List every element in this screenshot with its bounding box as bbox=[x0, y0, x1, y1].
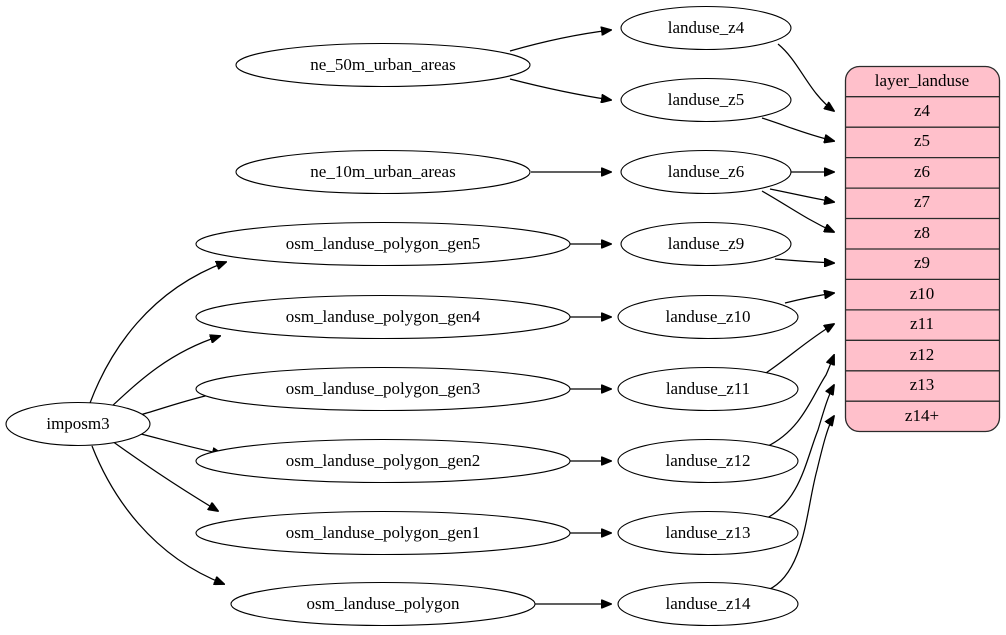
node-osm-landuse-polygon-gen4-shape[interactable] bbox=[195, 294, 571, 340]
edge-landuse-z5-to-row-z5 bbox=[761, 117, 834, 141]
edge-group-osm-to-views bbox=[531, 244, 611, 604]
layer-landuse-table[interactable]: layer_landuse z4 z5 z6 z7 z8 z9 z10 z11 … bbox=[844, 65, 1001, 433]
edge-group-views-to-layer bbox=[761, 43, 834, 591]
node-osm-landuse-polygon-gen1-label: osm_landuse_polygon_gen1 bbox=[286, 523, 481, 542]
node-landuse-z12-shape[interactable] bbox=[617, 438, 799, 484]
node-landuse-z13-label: landuse_z13 bbox=[666, 523, 751, 542]
edge-imposm3-to-gen2 bbox=[140, 433, 222, 454]
table-row-z11[interactable]: z11 bbox=[910, 314, 934, 333]
table-row-z13[interactable]: z13 bbox=[910, 375, 935, 394]
node-landuse-z12-label: landuse_z12 bbox=[666, 451, 751, 470]
node-landuse-z11-shape[interactable] bbox=[617, 366, 799, 412]
node-ne-50m-urban-areas[interactable]: ne_50m_urban_areas bbox=[235, 42, 531, 88]
table-row-z12[interactable]: z12 bbox=[910, 345, 935, 364]
node-osm-landuse-polygon-gen2-shape[interactable] bbox=[195, 438, 571, 484]
node-imposm3-shape[interactable] bbox=[5, 401, 151, 447]
table-row-z6[interactable]: z6 bbox=[914, 162, 930, 181]
node-ne-10m-urban-areas-shape[interactable] bbox=[235, 149, 531, 195]
edge-landuse-z4-to-row-z4 bbox=[777, 43, 834, 111]
edge-imposm3-to-base bbox=[91, 445, 224, 584]
node-osm-landuse-polygon-label: osm_landuse_polygon bbox=[307, 594, 460, 613]
edge-landuse-z12-to-row-z12 bbox=[765, 355, 834, 448]
node-landuse-z5[interactable]: landuse_z5 bbox=[620, 77, 792, 123]
node-osm-landuse-polygon-gen3-label: osm_landuse_polygon_gen3 bbox=[286, 379, 481, 398]
edge-group-natural-earth bbox=[509, 30, 611, 172]
edge-landuse-z10-to-row-z10 bbox=[784, 293, 834, 304]
edge-landuse-z13-to-row-z13 bbox=[764, 385, 834, 520]
node-landuse-z9-shape[interactable] bbox=[620, 221, 792, 267]
edge-landuse-z9-to-row-z9 bbox=[774, 259, 834, 263]
node-ne-10m-urban-areas-label: ne_10m_urban_areas bbox=[310, 162, 455, 181]
edge-group-imposm3 bbox=[89, 262, 226, 584]
node-imposm3[interactable]: imposm3 bbox=[5, 401, 151, 447]
node-landuse-z12[interactable]: landuse_z12 bbox=[617, 438, 799, 484]
table-row-z7[interactable]: z7 bbox=[914, 192, 931, 211]
node-imposm3-label: imposm3 bbox=[46, 414, 109, 433]
node-landuse-z11-label: landuse_z11 bbox=[666, 379, 750, 398]
node-osm-landuse-polygon-gen2[interactable]: osm_landuse_polygon_gen2 bbox=[195, 438, 571, 484]
node-landuse-z13[interactable]: landuse_z13 bbox=[617, 510, 799, 556]
edge-landuse-z6-to-row-z8 bbox=[761, 190, 834, 232]
node-landuse-z14-shape[interactable] bbox=[617, 581, 799, 627]
node-landuse-z4-label: landuse_z4 bbox=[668, 18, 745, 37]
node-landuse-z4[interactable]: landuse_z4 bbox=[620, 5, 792, 51]
edge-landuse-z14-to-row-z14plus bbox=[767, 416, 834, 591]
table-row-z9[interactable]: z9 bbox=[914, 253, 930, 272]
layer-landuse-table-header: layer_landuse bbox=[875, 71, 969, 90]
node-landuse-z10-label: landuse_z10 bbox=[666, 307, 751, 326]
edge-ne50-to-landuse-z4 bbox=[509, 30, 611, 52]
table-row-z10[interactable]: z10 bbox=[910, 284, 935, 303]
node-ne-50m-urban-areas-label: ne_50m_urban_areas bbox=[310, 55, 455, 74]
table-row-z4[interactable]: z4 bbox=[914, 101, 931, 120]
edge-ne50-to-landuse-z5 bbox=[509, 78, 611, 100]
node-landuse-z13-shape[interactable] bbox=[617, 510, 799, 556]
node-osm-landuse-polygon-gen3[interactable]: osm_landuse_polygon_gen3 bbox=[195, 366, 571, 412]
edge-landuse-z6-to-row-z7 bbox=[769, 188, 834, 202]
node-landuse-z6[interactable]: landuse_z6 bbox=[620, 149, 792, 195]
table-row-z5[interactable]: z5 bbox=[914, 131, 930, 150]
table-row-z14plus[interactable]: z14+ bbox=[905, 406, 939, 425]
edge-imposm3-to-gen4 bbox=[109, 336, 220, 409]
edge-imposm3-to-gen1 bbox=[111, 440, 218, 511]
node-landuse-z6-shape[interactable] bbox=[620, 149, 792, 195]
node-landuse-z14[interactable]: landuse_z14 bbox=[617, 581, 799, 627]
node-osm-landuse-polygon[interactable]: osm_landuse_polygon bbox=[230, 581, 536, 627]
node-osm-landuse-polygon-shape[interactable] bbox=[230, 581, 536, 627]
node-landuse-z11[interactable]: landuse_z11 bbox=[617, 366, 799, 412]
node-osm-landuse-polygon-gen4-label: osm_landuse_polygon_gen4 bbox=[286, 307, 481, 326]
node-landuse-z9[interactable]: landuse_z9 bbox=[620, 221, 792, 267]
node-landuse-z5-shape[interactable] bbox=[620, 77, 792, 123]
node-osm-landuse-polygon-gen1[interactable]: osm_landuse_polygon_gen1 bbox=[195, 510, 571, 556]
node-osm-landuse-polygon-gen2-label: osm_landuse_polygon_gen2 bbox=[286, 451, 481, 470]
node-landuse-z14-label: landuse_z14 bbox=[666, 594, 751, 613]
node-landuse-z5-label: landuse_z5 bbox=[668, 90, 744, 109]
node-ne-50m-urban-areas-shape[interactable] bbox=[235, 42, 531, 88]
node-landuse-z9-label: landuse_z9 bbox=[668, 234, 744, 253]
node-osm-landuse-polygon-gen5-label: osm_landuse_polygon_gen5 bbox=[286, 234, 481, 253]
node-landuse-z4-shape[interactable] bbox=[620, 5, 792, 51]
node-osm-landuse-polygon-gen5-shape[interactable] bbox=[195, 221, 571, 267]
table-row-z8[interactable]: z8 bbox=[914, 223, 930, 242]
node-osm-landuse-polygon-gen1-shape[interactable] bbox=[195, 510, 571, 556]
node-osm-landuse-polygon-gen5[interactable]: osm_landuse_polygon_gen5 bbox=[195, 221, 571, 267]
node-landuse-z10[interactable]: landuse_z10 bbox=[617, 294, 799, 340]
edge-imposm3-to-gen5 bbox=[89, 262, 226, 404]
node-osm-landuse-polygon-gen3-shape[interactable] bbox=[195, 366, 571, 412]
node-landuse-z10-shape[interactable] bbox=[617, 294, 799, 340]
edge-landuse-z11-to-row-z11 bbox=[762, 324, 834, 376]
node-ne-10m-urban-areas[interactable]: ne_10m_urban_areas bbox=[235, 149, 531, 195]
node-landuse-z6-label: landuse_z6 bbox=[668, 162, 744, 181]
node-osm-landuse-polygon-gen4[interactable]: osm_landuse_polygon_gen4 bbox=[195, 294, 571, 340]
